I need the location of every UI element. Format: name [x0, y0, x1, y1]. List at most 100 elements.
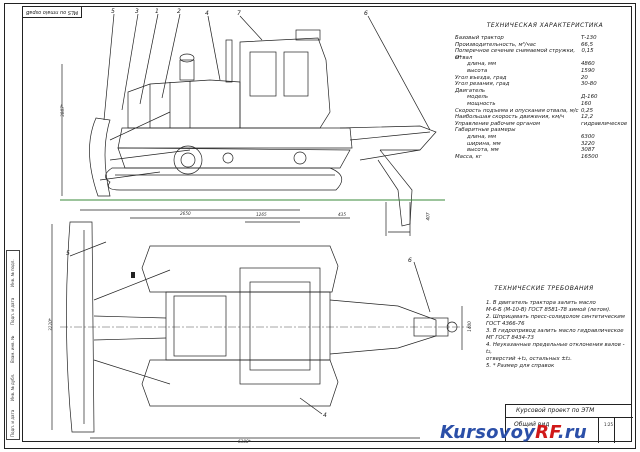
spec-value: [581, 127, 625, 134]
spec-label: Наибольшая скорость движения, км/ч: [455, 114, 565, 121]
watermark-prefix: Kursovoy: [440, 422, 536, 443]
spec-row: Наибольшая скорость движения, км/ч 12,2: [455, 114, 625, 121]
callout-4-side: 4: [205, 10, 209, 17]
spec-label: Отвал: [455, 54, 473, 61]
drawing-frame: [4, 3, 636, 449]
dim-2650: 2650: [180, 211, 191, 216]
spec-value: 0,25: [581, 107, 594, 114]
dim-side-height: 3087*: [59, 104, 65, 117]
watermark-suffix: .ru: [557, 422, 587, 443]
spec-label: мощность: [467, 100, 496, 107]
spec-label: высота, мм: [467, 147, 499, 154]
spec-value: 66,5: [581, 41, 594, 48]
dim-407: 407: [425, 212, 431, 221]
callout-5-side: 5: [111, 8, 115, 15]
callout-5-plan: 5: [66, 250, 70, 257]
spec-value: 6300: [581, 133, 595, 140]
requirement-line: М-6-Б (М-10-В) ГОСТ 8581-78 зимой (летом…: [486, 307, 611, 313]
requirement-line: отверстий +t₂, остальных ±t₂.: [486, 356, 572, 362]
spec-value: 1590: [581, 67, 595, 74]
plan-front-blade: [66, 221, 95, 433]
spec-label: Поперечное сечение снимаемой стружки, м²: [455, 48, 576, 61]
spec-row: высота 1590: [455, 68, 625, 75]
requirement-line: МГ ГОСТ 8434-73: [486, 335, 534, 341]
spec-value: 0,15: [581, 48, 594, 55]
watermark-accent: RF: [535, 422, 558, 443]
requirement-line: 1. В двигатель трактора залить масло: [486, 300, 596, 306]
plan-left-track: [141, 245, 339, 293]
callout-6-side: 6: [364, 10, 368, 17]
title-block-rule: [506, 417, 633, 418]
title-block-view: Общий вид: [514, 421, 550, 428]
spec-label: высота: [467, 67, 488, 74]
spec-label: Угол резания, град: [455, 81, 510, 88]
spec-row: мощность 160: [455, 101, 625, 108]
spec-value: 4860: [581, 61, 595, 68]
spec-row: длина, мм 4860: [455, 61, 625, 68]
dim-1265: 1265: [256, 212, 267, 217]
callout-6-plan: 6: [408, 257, 412, 264]
callout-2: 2: [177, 8, 181, 15]
spec-label: Габаритные размеры: [455, 127, 516, 134]
spec-label: Управление рабочим органом: [455, 120, 541, 127]
specs-title: ТЕХНИЧЕСКАЯ ХАРАКТЕРИСТИКА: [486, 22, 604, 29]
spec-value: 3220: [581, 140, 595, 147]
title-block-sheet: 1:25: [604, 422, 613, 427]
spec-value: 160: [581, 100, 592, 107]
title-block-project: Курсовой проект по ЭТМ: [516, 407, 595, 414]
callout-1: 1: [155, 8, 159, 15]
plan-ripper: [329, 299, 437, 355]
spec-row: ширина, мм 3220: [455, 141, 625, 148]
spec-label: модель: [467, 94, 489, 101]
plan-body: [165, 291, 331, 361]
spec-value: [581, 55, 625, 62]
spec-row: Габаритные размеры: [455, 127, 625, 134]
spec-row: Двигатель: [455, 88, 625, 95]
spec-row: Скорость подъема и опускания отвала, м/с…: [455, 108, 625, 115]
title-block: Курсовой проект по ЭТМ Общий вид 1:25: [505, 404, 633, 443]
spec-value: 12,2: [581, 114, 594, 121]
spec-value: 30-80: [581, 81, 597, 88]
callout-4-plan: 4: [323, 412, 327, 419]
side-exhaust: [225, 39, 233, 83]
spec-label: ширина, мм: [467, 140, 501, 147]
spec-value: 3087: [581, 147, 595, 154]
drawing-inner-frame: [22, 6, 632, 442]
spec-row: Угол резания, град 30-80: [455, 81, 625, 88]
spec-row: Масса, кг 16500: [455, 154, 625, 161]
side-engine-hood: [127, 79, 241, 129]
technical-requirements: ТЕХНИЧЕСКИЕ ТРЕБОВАНИЯ 1. В двигатель тр…: [486, 285, 626, 370]
spec-label: Базовый трактор: [455, 35, 504, 41]
title-block-divider-2: [614, 417, 615, 443]
requirement-line: 4. Неуказанные предельные отклонения вал…: [486, 342, 625, 355]
spec-label: длина, мм: [467, 61, 497, 68]
spec-label: Скорость подъема и опускания отвала, м/с: [455, 107, 579, 114]
spec-label: Производительность, м³/час: [455, 41, 536, 48]
spec-label: Угол въезда, град: [455, 74, 507, 81]
dim-plan-length: 6300*: [238, 439, 251, 444]
dim-plan-width: 3220*: [47, 318, 53, 331]
left-revision-strip: Подп. и дата Инв. № дубл. Взам. инв. № П…: [6, 250, 20, 440]
side-ripper: [339, 125, 437, 227]
side-front-blade: [89, 117, 111, 197]
spec-label: Масса, кг: [455, 153, 482, 160]
spec-row: Отвал: [455, 55, 625, 62]
spec-value: гидравлическое: [581, 120, 628, 127]
side-track-outline: [105, 167, 343, 191]
spec-row: Управление рабочим органом гидравлическое: [455, 120, 628, 128]
requirement-line: 2. Шприцевать пресс-солидолом синтетичес…: [486, 314, 625, 320]
callout-7: 7: [237, 10, 241, 17]
dim-plan-right: 1400: [466, 321, 472, 332]
spec-row: Производительность, м³/час 66,5: [455, 42, 625, 49]
technical-characteristics: ТЕХНИЧЕСКАЯ ХАРАКТЕРИСТИКА Базовый тракт…: [455, 22, 628, 161]
spec-value: Т-130: [581, 35, 597, 41]
spec-value: 16500: [581, 153, 599, 160]
callout-3: 3: [135, 8, 139, 15]
site-watermark: KursovoyRF.ru: [440, 422, 587, 443]
